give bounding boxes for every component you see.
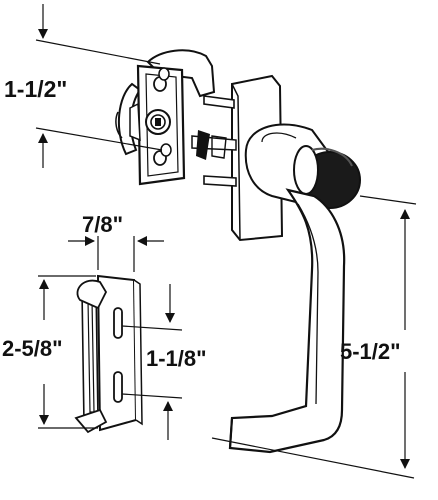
handle-assembly <box>191 74 361 454</box>
hole-spacing-label: 1-1/8" <box>146 346 207 371</box>
keeper-height-label: 2-5/8" <box>2 336 63 361</box>
lock-height-label: 1-1/2" <box>4 76 68 102</box>
handle-length-label: 5-1/2" <box>340 339 401 364</box>
keeper-width-label: 7/8" <box>82 212 124 237</box>
keeper-plate <box>74 274 143 434</box>
lock-body <box>115 49 216 186</box>
dimension-lines <box>35 4 417 479</box>
